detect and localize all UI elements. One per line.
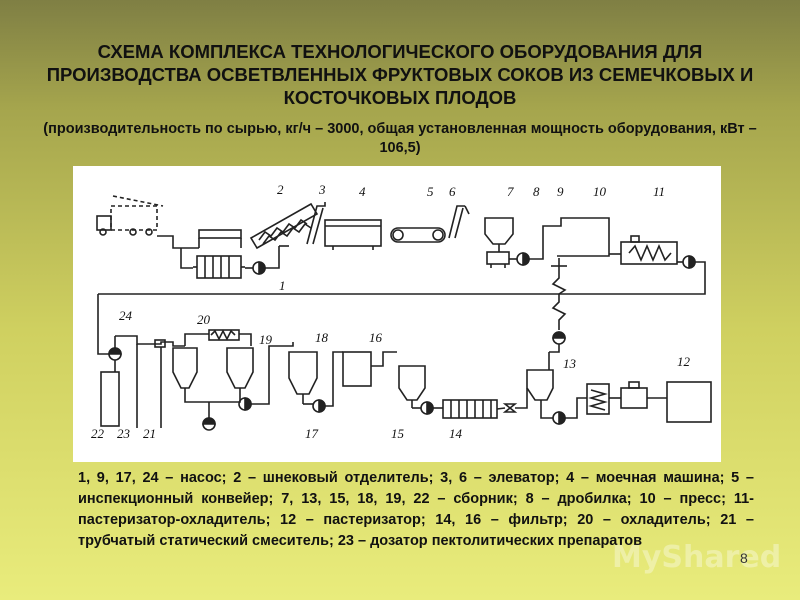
collector-15 [398, 365, 426, 408]
label-5: 5 [427, 184, 434, 199]
label-11: 11 [653, 184, 665, 199]
filter-16 [342, 351, 372, 387]
pasteurizer-cooler-11 [620, 235, 678, 265]
label-16: 16 [369, 330, 383, 345]
collector-22 [100, 371, 120, 427]
elevator-3 [306, 202, 326, 245]
label-1: 1 [279, 278, 286, 293]
pump-bottom [202, 417, 216, 431]
label-3: 3 [318, 182, 326, 197]
tank-near-12 [620, 381, 648, 409]
label-17: 17 [305, 426, 319, 441]
pump-1 [252, 261, 266, 275]
label-8: 8 [533, 184, 540, 199]
process-diagram-svg: 2 3 4 5 6 7 8 9 10 11 1 12 13 14 15 16 1… [91, 182, 712, 441]
label-24: 24 [119, 308, 133, 323]
label-20: 20 [197, 312, 211, 327]
label-22: 22 [91, 426, 105, 441]
cooler-20 [208, 329, 240, 341]
page-number: 8 [740, 550, 748, 566]
label-18: 18 [315, 330, 329, 345]
label-2: 2 [277, 182, 284, 197]
collector-7 [484, 217, 514, 252]
label-9: 9 [557, 184, 564, 199]
label-10: 10 [593, 184, 607, 199]
collector-18 [288, 351, 318, 404]
pasteurizer-12 [666, 381, 712, 423]
page-title: СХЕМА КОМПЛЕКСА ТЕХНОЛОГИЧЕСКОГО ОБОРУДО… [46, 41, 754, 108]
pump-15 [420, 401, 434, 415]
label-15: 15 [391, 426, 405, 441]
crusher-8 [486, 251, 510, 268]
valve-icon [502, 403, 518, 413]
washing-machine-4 [324, 219, 382, 250]
pump-9 [516, 252, 530, 266]
pump-13 [552, 411, 566, 425]
truck-icon [96, 195, 164, 236]
pump-near-11 [682, 255, 696, 269]
page-subtitle: (производительность по сырью, кг/ч – 300… [43, 121, 757, 156]
collector-19b [226, 347, 254, 394]
watermark: MyShared [612, 540, 782, 575]
label-21: 21 [143, 426, 156, 441]
inspection-conveyor-5 [390, 227, 446, 243]
pump-19 [238, 397, 252, 411]
screw-separator-2 [249, 202, 319, 250]
collector-13 [526, 369, 554, 410]
label-12: 12 [677, 354, 691, 369]
label-6: 6 [449, 184, 456, 199]
pump-mid [552, 331, 566, 345]
label-7: 7 [507, 184, 514, 199]
elevator-6 [448, 205, 470, 239]
collector-19a [172, 347, 198, 394]
pump-17 [312, 399, 326, 413]
process-diagram: 2 3 4 5 6 7 8 9 10 11 1 12 13 14 15 16 1… [73, 166, 721, 462]
label-4: 4 [359, 184, 366, 199]
label-23: 23 [117, 426, 131, 441]
label-14: 14 [449, 426, 463, 441]
label-19: 19 [259, 332, 273, 347]
receiving-hopper [198, 229, 242, 248]
static-mixer-21 [154, 339, 166, 348]
legend-text: 1, 9, 17, 24 – насос; 2 – шнековый отдел… [78, 470, 754, 549]
press-10 [542, 217, 610, 268]
label-13: 13 [563, 356, 577, 371]
filter-14 [442, 399, 498, 419]
pump-24 [108, 347, 122, 361]
soak-washer [193, 255, 245, 279]
pasteurizer-coil [586, 383, 610, 415]
